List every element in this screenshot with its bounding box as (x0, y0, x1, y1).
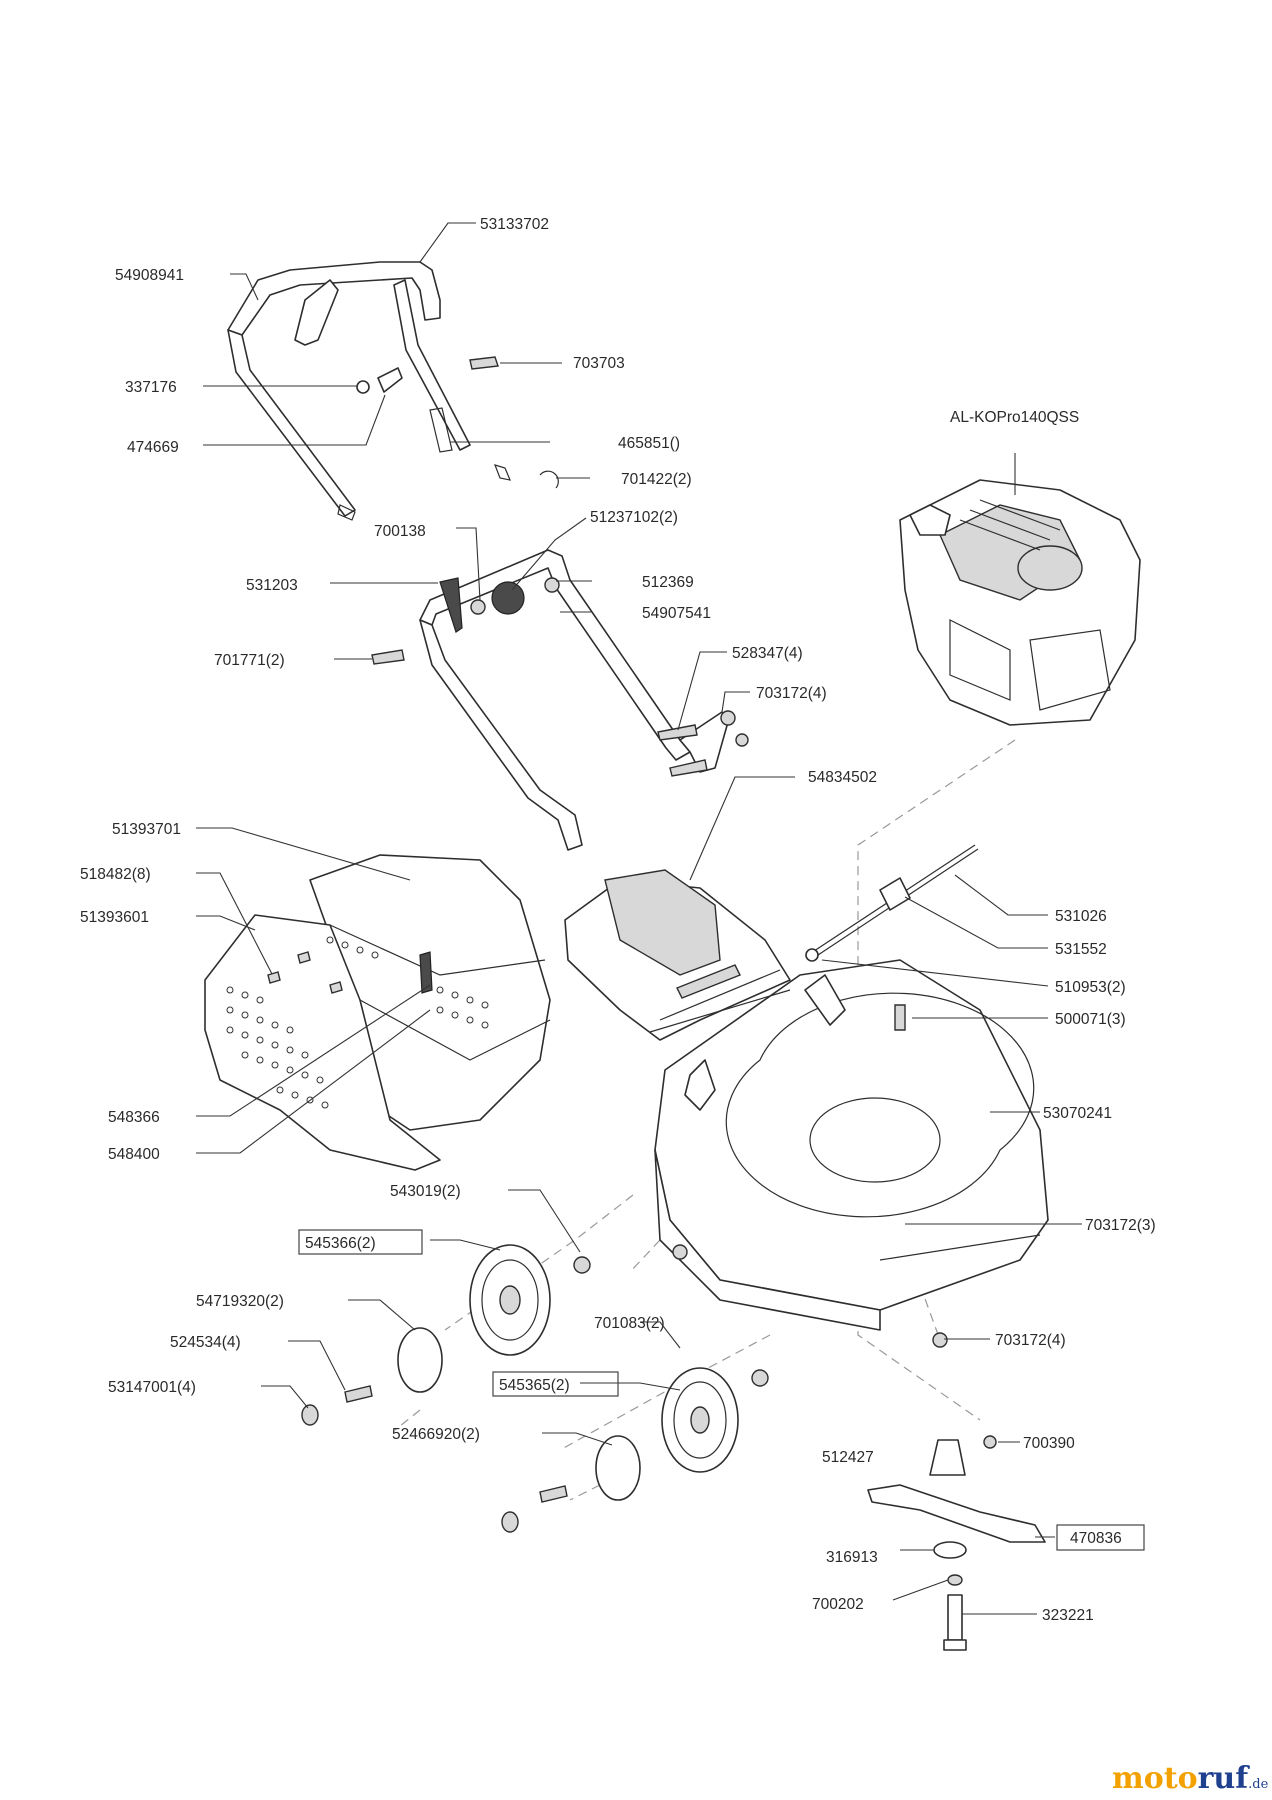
label-boxes (298, 1229, 1145, 1551)
label-465851: 465851() (618, 435, 680, 452)
svg-text:motoruf.de: motoruf.de (1112, 1761, 1269, 1796)
label-510953: 510953(2) (1055, 979, 1126, 996)
label-528347: 528347(4) (732, 645, 803, 662)
lower-handle (371, 549, 749, 851)
label-53133702: 53133702 (480, 216, 549, 233)
label-703703: 703703 (573, 355, 625, 372)
label-703172-3: 703172(3) (1085, 1217, 1156, 1234)
label-54834502: 54834502 (808, 769, 877, 786)
label-701422: 701422(2) (621, 471, 692, 488)
label-alko-engine: AL-KOPro140QSS (950, 409, 1079, 426)
label-51393601: 51393601 (80, 909, 149, 926)
label-54719320: 54719320(2) (196, 1293, 284, 1310)
label-548366: 548366 (108, 1109, 160, 1126)
label-548400: 548400 (108, 1146, 160, 1163)
leader-lines (196, 222, 1082, 1615)
label-54908941: 54908941 (115, 267, 184, 284)
axle (805, 844, 979, 1031)
label-337176: 337176 (125, 379, 177, 396)
blade-assembly (867, 1435, 1046, 1651)
discharge-cover (564, 869, 791, 1041)
label-545365: 545365(2) (499, 1377, 570, 1394)
label-531552: 531552 (1055, 941, 1107, 958)
rear-wheel (301, 1244, 591, 1426)
label-500071: 500071(3) (1055, 1011, 1126, 1028)
label-518482: 518482(8) (80, 866, 151, 883)
label-323221: 323221 (1042, 1607, 1094, 1624)
label-316913: 316913 (826, 1549, 878, 1566)
label-52466920: 52466920(2) (392, 1426, 480, 1443)
label-470836: 470836 (1070, 1530, 1122, 1547)
label-474669: 474669 (127, 439, 179, 456)
label-700202: 700202 (812, 1596, 864, 1613)
engine (899, 479, 1141, 726)
label-703172-4b: 703172(4) (995, 1332, 1066, 1349)
label-531203: 531203 (246, 577, 298, 594)
label-701771: 701771(2) (214, 652, 285, 669)
label-524534: 524534(4) (170, 1334, 241, 1351)
upper-handle (227, 261, 559, 521)
label-51393701: 51393701 (112, 821, 181, 838)
label-54907541: 54907541 (642, 605, 711, 622)
label-700138: 700138 (374, 523, 426, 540)
label-703172-4a: 703172(4) (756, 685, 827, 702)
watermark-logo: motoruf.de (1112, 1761, 1269, 1796)
label-700390: 700390 (1023, 1435, 1075, 1452)
label-512427: 512427 (822, 1449, 874, 1466)
label-543019: 543019(2) (390, 1183, 461, 1200)
front-wheel (501, 1244, 948, 1533)
grass-bag (204, 854, 551, 1171)
part-labels: 53133702 54908941 703703 337176 474669 4… (80, 216, 1156, 1624)
label-51237102: 51237102(2) (590, 509, 678, 526)
label-53070241: 53070241 (1043, 1105, 1112, 1122)
label-545366: 545366(2) (305, 1235, 376, 1252)
label-531026: 531026 (1055, 908, 1107, 925)
cutting-deck (654, 959, 1049, 1331)
label-53147001: 53147001(4) (108, 1379, 196, 1396)
label-512369: 512369 (642, 574, 694, 591)
label-701083: 701083(2) (594, 1315, 665, 1332)
